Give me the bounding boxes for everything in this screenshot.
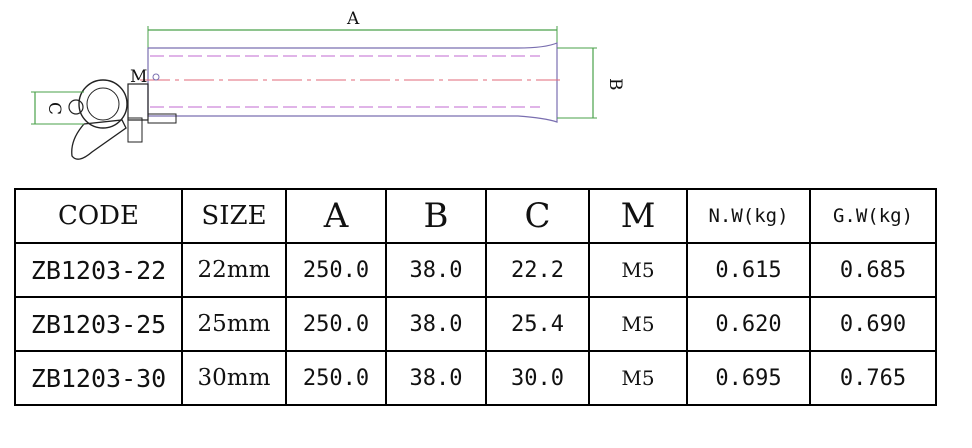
cell-a: 250.0 <box>285 296 387 352</box>
cell-b: 38.0 <box>385 242 487 298</box>
table-row: ZB1203-22 22mm 250.0 38.0 22.2 M5 0.615 … <box>14 242 937 298</box>
dimension-b-label: B <box>605 78 625 91</box>
cell-code: ZB1203-22 <box>14 242 183 298</box>
cell-code: ZB1203-30 <box>14 350 183 406</box>
header-gross-weight: G.W(kg) <box>809 188 937 244</box>
cell-code: ZB1203-25 <box>14 296 183 352</box>
cell-net-weight: 0.615 <box>686 242 811 298</box>
cell-gross-weight: 0.690 <box>809 296 937 352</box>
header-net-weight: N.W(kg) <box>686 188 811 244</box>
header-size: SIZE <box>181 188 287 244</box>
dimension-c-label: C <box>44 102 64 115</box>
header-code: CODE <box>14 188 183 244</box>
header-c: C <box>485 188 590 244</box>
cell-size: 22mm <box>181 242 287 298</box>
tube-outline <box>147 42 558 123</box>
clamp-lever <box>71 119 127 160</box>
header-row: CODE SIZE A B C M N.W(kg) G.W(kg) <box>14 188 937 244</box>
clamp-plate <box>127 83 149 121</box>
clamp-lever-pivot <box>127 117 143 143</box>
cell-c: 30.0 <box>485 350 590 406</box>
table-row: ZB1203-25 25mm 250.0 38.0 25.4 M5 0.620 … <box>14 296 937 352</box>
cell-c: 22.2 <box>485 242 590 298</box>
clamp-ring-outer <box>78 79 128 129</box>
clamp-pin <box>68 99 84 115</box>
header-a: A <box>285 188 387 244</box>
clamp-bolt <box>147 113 177 124</box>
cell-gross-weight: 0.685 <box>809 242 937 298</box>
cell-a: 250.0 <box>285 350 387 406</box>
table-row: ZB1203-30 30mm 250.0 38.0 30.0 M5 0.695 … <box>14 350 937 406</box>
technical-drawing: A B M C <box>31 9 625 160</box>
cell-m: M5 <box>588 242 688 298</box>
cell-net-weight: 0.695 <box>686 350 811 406</box>
header-b: B <box>385 188 487 244</box>
cell-size: 30mm <box>181 350 287 406</box>
cell-b: 38.0 <box>385 350 487 406</box>
cell-gross-weight: 0.765 <box>809 350 937 406</box>
spec-table: CODE SIZE A B C M N.W(kg) G.W(kg) ZB1203… <box>14 188 937 406</box>
screw-hole-marker <box>152 73 160 81</box>
cell-c: 25.4 <box>485 296 590 352</box>
clamp-ring-inner <box>86 87 120 121</box>
dimension-m-label: M <box>130 67 147 87</box>
dimension-a-label: A <box>346 9 360 29</box>
cell-m: M5 <box>588 350 688 406</box>
cell-a: 250.0 <box>285 242 387 298</box>
cell-b: 38.0 <box>385 296 487 352</box>
cell-net-weight: 0.620 <box>686 296 811 352</box>
cell-size: 25mm <box>181 296 287 352</box>
cell-m: M5 <box>588 296 688 352</box>
header-m: M <box>588 188 688 244</box>
